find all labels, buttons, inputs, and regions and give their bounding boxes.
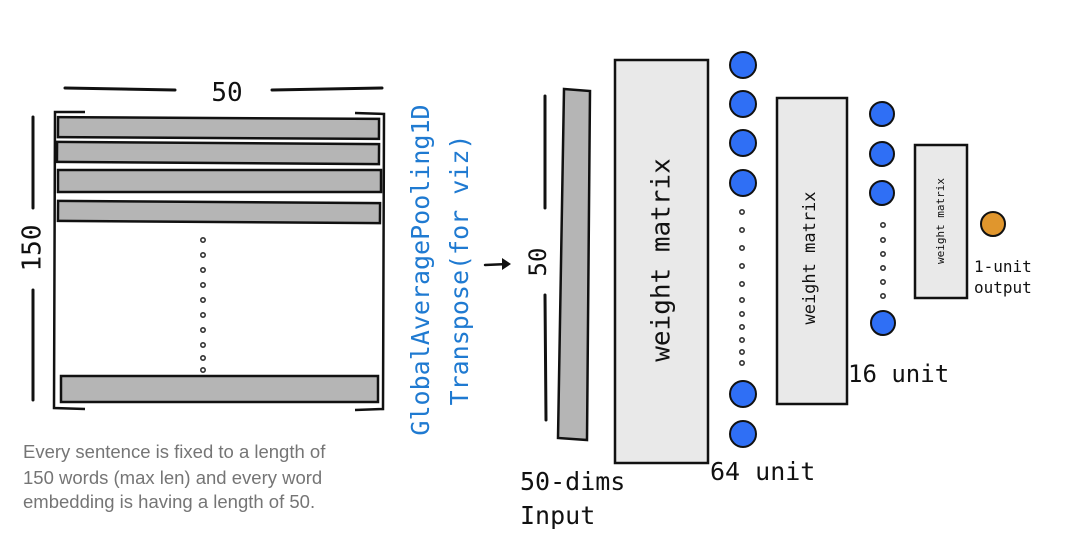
embedding-row — [55, 140, 381, 166]
embedding-matrix: 50 150 Every sentence is fixed to a leng… — [18, 78, 386, 512]
weight-matrix-3: weight matrix — [913, 143, 969, 300]
input-caption: 50-dims Input — [520, 467, 640, 530]
weight-matrix-1-label: weight matrix — [647, 158, 677, 362]
neurons-ellipsis — [738, 209, 745, 366]
width-dimension-line-left — [63, 86, 177, 92]
neurons-ellipsis — [879, 222, 886, 299]
hidden-layer-64-label: 64 unit — [710, 457, 815, 486]
neuron — [869, 180, 895, 206]
neuron — [869, 141, 895, 167]
input-vector-bar — [556, 87, 592, 442]
pooling-label-line2: Transpose(for viz) — [445, 135, 474, 406]
weight-matrix-2-label: weight matrix — [800, 191, 820, 324]
weight-matrix-3-label: weight matrix — [934, 178, 947, 264]
neuron — [729, 51, 757, 79]
weight-matrix-1: weight matrix — [613, 58, 710, 465]
pooling-label-line1: GlobalAveragePooling1D — [406, 104, 435, 435]
neuron — [870, 310, 896, 336]
neuron — [729, 380, 757, 408]
neuron — [729, 129, 757, 157]
neuron — [869, 101, 895, 127]
rows-ellipsis — [200, 237, 207, 373]
pooling-label: GlobalAveragePooling1D Transpose(for viz… — [406, 104, 474, 435]
hidden-layer-16-label: 16 unit — [848, 360, 949, 388]
output-layer: 1-unit output — [974, 211, 1041, 297]
embedding-row — [56, 199, 382, 225]
output-label: 1-unit output — [974, 257, 1041, 297]
embedding-caption: Every sentence is fixed to a length of 1… — [23, 441, 330, 512]
weight-matrix-2: weight matrix — [775, 96, 849, 406]
width-dimension-label: 50 — [211, 78, 242, 108]
neuron — [729, 169, 757, 197]
height-dimension-label: 150 — [18, 225, 48, 272]
arrow-icon — [483, 258, 511, 270]
hidden-layer-64: 64 unit — [710, 51, 815, 486]
input-dimension-label: 50 — [524, 248, 552, 277]
width-dimension-line-right — [270, 86, 384, 92]
hidden-layer-16: 16 unit — [848, 101, 949, 388]
matrix-bracket-left — [52, 110, 86, 411]
embedding-row — [56, 168, 383, 194]
embedding-row — [59, 374, 380, 404]
neuron — [729, 420, 757, 448]
neuron — [729, 90, 757, 118]
embedding-row — [56, 115, 381, 141]
input-vector: 50 50-dims Input — [520, 87, 640, 530]
matrix-bracket-right — [354, 111, 386, 412]
output-neuron — [980, 211, 1006, 237]
input-dimension-line-bottom — [543, 293, 548, 422]
